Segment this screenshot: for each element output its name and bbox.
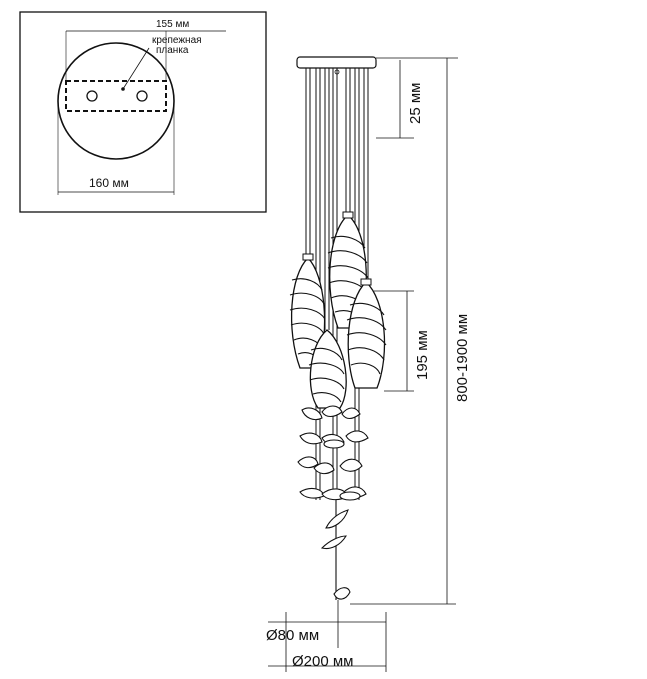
plate-label-2: планка <box>156 45 189 56</box>
dimension-shade <box>374 290 414 392</box>
dimension-total <box>350 58 456 605</box>
screw-hole-left <box>86 90 98 102</box>
dimension-canopy <box>376 57 458 139</box>
plate-label-1: крепежная <box>152 35 202 46</box>
canopy-circle <box>57 42 175 160</box>
screw-hole-right <box>136 90 148 102</box>
shade-left <box>289 253 326 369</box>
total-height-label: 800-1900 мм <box>454 314 471 402</box>
pendant-lamp <box>289 56 387 600</box>
hanging-petals <box>320 500 351 600</box>
canopy-diameter-label: 160 мм <box>89 176 129 190</box>
shade-diameter-label: Ø80 мм <box>266 627 319 644</box>
plate-width-label: 155 мм <box>156 19 189 30</box>
shade-back <box>308 329 347 409</box>
mounting-plate <box>65 80 167 112</box>
shade-height-label: 195 мм <box>414 330 431 380</box>
plate-leader <box>122 47 150 90</box>
petal-cluster <box>297 405 369 501</box>
dimension-diameters <box>268 600 387 672</box>
ceiling-canopy <box>296 56 377 69</box>
shade-right <box>346 278 387 389</box>
canopy-height-label: 25 мм <box>407 83 424 124</box>
mounting-detail-inset: 155 мм крепежная планка 160 мм <box>19 11 267 213</box>
overall-diameter-label: Ø200 мм <box>292 653 354 670</box>
